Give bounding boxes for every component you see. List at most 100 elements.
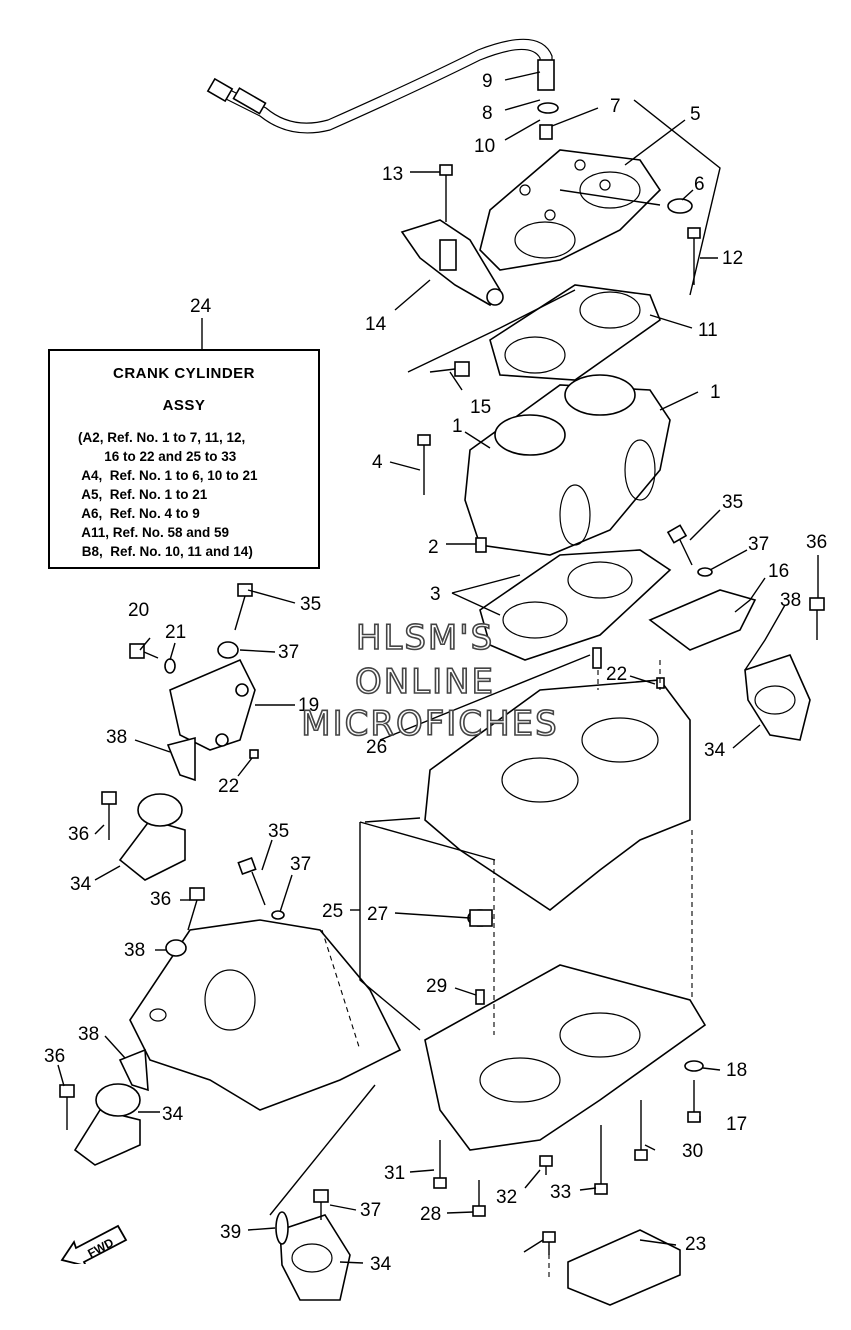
head-bracket xyxy=(400,219,504,307)
washer-37-c xyxy=(271,910,285,920)
leader-lines xyxy=(57,71,819,1264)
mount-34-a xyxy=(118,793,186,881)
callout-1a: 1 xyxy=(710,382,721,403)
bolt-35-left xyxy=(234,583,253,631)
assy-line-3: A4, Ref. No. 1 to 6, 10 to 21 xyxy=(78,468,258,483)
crankcase-upper xyxy=(424,647,691,911)
callout-14: 14 xyxy=(365,314,387,335)
callout-17: 17 xyxy=(726,1114,747,1135)
callout-21: 21 xyxy=(165,622,186,643)
callout-30: 30 xyxy=(682,1141,703,1162)
callout-35c: 35 xyxy=(268,821,289,842)
dowel-2 xyxy=(475,537,487,553)
dowel-22-left xyxy=(249,749,259,759)
callout-22a: 22 xyxy=(606,664,627,685)
callout-38b: 38 xyxy=(106,727,127,748)
callout-11: 11 xyxy=(698,320,718,341)
callout-34a: 34 xyxy=(704,740,726,761)
crankcase-lower xyxy=(424,964,707,1151)
alignment-lines xyxy=(321,660,693,1280)
callout-36a: 36 xyxy=(806,532,827,553)
cover-23 xyxy=(567,1229,681,1306)
fwd-arrow-icon: FWD xyxy=(60,1224,128,1264)
engine-mount-19 xyxy=(169,658,256,751)
bolt-17-washer-18 xyxy=(684,1060,704,1123)
assy-line-7: B8, Ref. No. 10, 11 and 14) xyxy=(78,544,253,559)
callout-4: 4 xyxy=(372,452,383,473)
washer-37-right xyxy=(697,567,713,577)
bolt-15 xyxy=(429,361,470,377)
callout-labels: 1 1 2 3 4 5 6 7 8 9 10 11 12 13 14 15 16… xyxy=(44,71,827,1275)
assy-line-5: A6, Ref. No. 4 to 9 xyxy=(78,506,200,521)
thermostat-cover xyxy=(667,198,693,214)
bolt-36-b xyxy=(59,1084,75,1130)
watermark-line-2: ONLINE xyxy=(354,661,496,703)
callout-31: 31 xyxy=(384,1163,405,1184)
callout-37c: 37 xyxy=(290,854,311,875)
callout-12: 12 xyxy=(722,248,743,269)
bolt-36-a xyxy=(101,791,117,840)
callout-23: 23 xyxy=(685,1234,706,1255)
callout-16: 16 xyxy=(768,561,789,582)
callout-35a: 35 xyxy=(722,492,743,513)
bolt-13 xyxy=(439,164,453,222)
callout-36d: 37 xyxy=(360,1200,381,1221)
bolt-35-right xyxy=(666,524,693,566)
callout-10: 10 xyxy=(474,136,495,157)
cylinder-head xyxy=(479,149,662,271)
washer-37-b xyxy=(165,939,187,957)
head-gasket xyxy=(489,284,661,381)
callout-38d: 39 xyxy=(220,1222,241,1243)
assembly-reference-box: CRANK CYLINDER ASSY (A2, Ref. No. 1 to 7… xyxy=(48,349,320,569)
bolt-39 xyxy=(542,1231,556,1255)
callout-1b: 1 xyxy=(452,416,463,437)
callout-3: 3 xyxy=(430,584,441,605)
callout-22b: 22 xyxy=(218,776,239,797)
mount-34-b xyxy=(73,1083,141,1166)
assy-line-2: 16 to 22 and 25 to 33 xyxy=(78,449,237,464)
callout-38a: 38 xyxy=(780,590,801,611)
callout-38c: 38 xyxy=(78,1024,99,1045)
callout-34b: 34 xyxy=(70,874,92,895)
bolt-36-c xyxy=(313,1189,329,1220)
callout-32: 32 xyxy=(496,1187,517,1208)
bolts-28-33 xyxy=(433,1100,648,1217)
callout-27: 27 xyxy=(367,904,388,925)
callout-18: 18 xyxy=(726,1060,747,1081)
shim-38-b xyxy=(118,1048,149,1092)
dowel-29 xyxy=(475,989,485,1005)
callout-7: 7 xyxy=(610,96,621,117)
callout-25: 25 xyxy=(322,901,343,922)
callout-36c: 36 xyxy=(44,1046,65,1067)
assy-title-1: CRANK CYLINDER xyxy=(113,365,255,382)
intake-34-right xyxy=(744,654,811,741)
callout-34d: 34 xyxy=(370,1254,392,1275)
callout-35d: 36 xyxy=(150,889,171,910)
watermark-line-3: MICROFICHES xyxy=(300,703,559,745)
bolt-36-right xyxy=(809,597,825,640)
callout-13: 13 xyxy=(382,164,403,185)
callout-37a: 37 xyxy=(748,534,769,555)
shim-38-c xyxy=(275,1211,289,1245)
watermark-line-1: HLSM'S xyxy=(355,617,495,659)
assy-title-2: ASSY xyxy=(162,397,206,414)
washer-21 xyxy=(164,658,176,674)
callout-35b: 35 xyxy=(300,594,321,615)
bolt-20 xyxy=(129,643,159,659)
bearing-27 xyxy=(467,909,493,927)
base-gasket xyxy=(479,549,672,661)
callout-15: 15 xyxy=(470,397,491,418)
callout-8: 8 xyxy=(482,103,493,124)
intake-34-bottom xyxy=(279,1214,351,1301)
water-hose xyxy=(206,38,555,134)
callout-24: 24 xyxy=(190,296,212,317)
assy-line-6: A11, Ref. No. 58 and 59 xyxy=(78,525,230,540)
assy-line-1: (A2, Ref. No. 1 to 7, 11, 12, xyxy=(78,430,246,445)
callout-37b: 37 xyxy=(278,642,299,663)
callout-9: 9 xyxy=(482,71,493,92)
exhaust-housing xyxy=(129,919,402,1111)
callout-19: 19 xyxy=(298,695,319,716)
bolt-4 xyxy=(417,434,431,495)
callout-28: 28 xyxy=(420,1204,441,1225)
